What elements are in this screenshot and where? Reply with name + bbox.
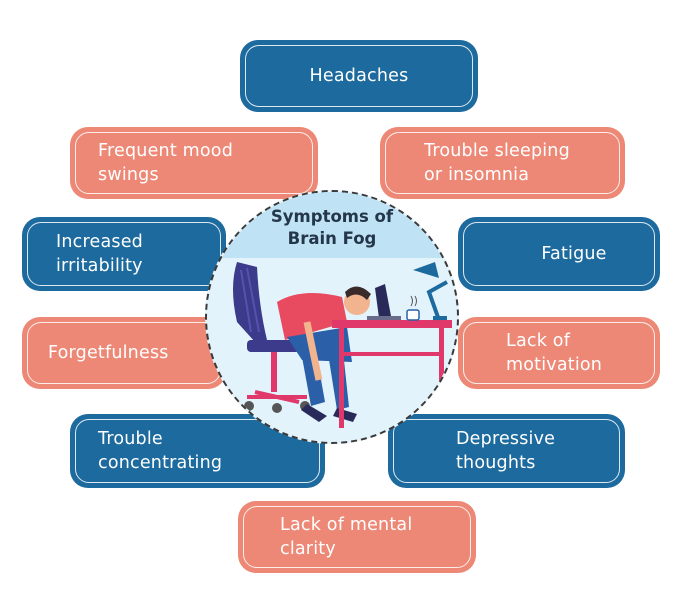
person-icon <box>277 286 371 422</box>
label-line: Lack of mental <box>280 515 413 535</box>
symptom-irritability: Increased irritability <box>22 217 226 291</box>
label-line: Lack of <box>506 331 571 351</box>
label-line: clarity <box>280 539 336 559</box>
symptom-headaches-label: Headaches <box>309 66 409 86</box>
symptom-trouble-concentrating-label: Trouble concentrating <box>98 427 222 475</box>
symptom-trouble-sleeping-label: Trouble sleeping or insomnia <box>424 139 570 187</box>
center-title-line: Symptoms of <box>270 207 394 226</box>
symptom-lack-of-mental-clarity: Lack of mental clarity <box>238 501 476 573</box>
label-line: concentrating <box>98 453 223 473</box>
symptom-lack-of-motivation-label: Lack of motivation <box>506 329 602 377</box>
center-circle: Symptoms of Brain Fog <box>205 190 459 444</box>
symptom-lack-of-mental-clarity-label: Lack of mental clarity <box>280 513 412 561</box>
label-line: Trouble <box>98 429 163 449</box>
symptom-mood-swings-label: Frequent mood swings <box>98 139 233 187</box>
label-line: Trouble sleeping <box>424 141 570 161</box>
symptom-mood-swings: Frequent mood swings <box>70 127 318 199</box>
center-title-line: Brain Fog <box>287 229 377 248</box>
symptom-lack-of-motivation: Lack of motivation <box>458 317 660 389</box>
symptom-fatigue: Fatigue <box>458 217 660 291</box>
label-line: or insomnia <box>424 165 530 185</box>
tired-person-illustration <box>233 262 452 428</box>
label-line: motivation <box>506 355 603 375</box>
symptom-depressive-thoughts: Depressive thoughts <box>388 414 625 488</box>
label-line: thoughts <box>456 453 536 473</box>
coffee-cup-icon <box>406 295 420 321</box>
symptom-depressive-thoughts-label: Depressive thoughts <box>456 427 555 475</box>
desk-lamp-icon <box>413 262 448 321</box>
title-band <box>207 192 457 258</box>
center-title: Symptoms of Brain Fog <box>207 206 457 250</box>
label-line: Frequent mood <box>98 141 234 161</box>
label-line: Increased <box>56 232 143 252</box>
symptom-fatigue-label: Fatigue <box>541 244 607 264</box>
symptom-forgetfulness: Forgetfulness <box>22 317 226 389</box>
symptom-forgetfulness-label: Forgetfulness <box>48 343 169 363</box>
symptom-headaches: Headaches <box>240 40 478 112</box>
laptop-icon <box>367 284 401 320</box>
symptom-trouble-sleeping: Trouble sleeping or insomnia <box>380 127 625 199</box>
office-chair-icon <box>233 262 310 413</box>
label-line: Depressive <box>456 429 556 449</box>
desk-icon <box>332 320 452 428</box>
label-line: irritability <box>56 256 143 276</box>
label-line: swings <box>98 165 159 185</box>
symptom-irritability-label: Increased irritability <box>56 230 143 278</box>
